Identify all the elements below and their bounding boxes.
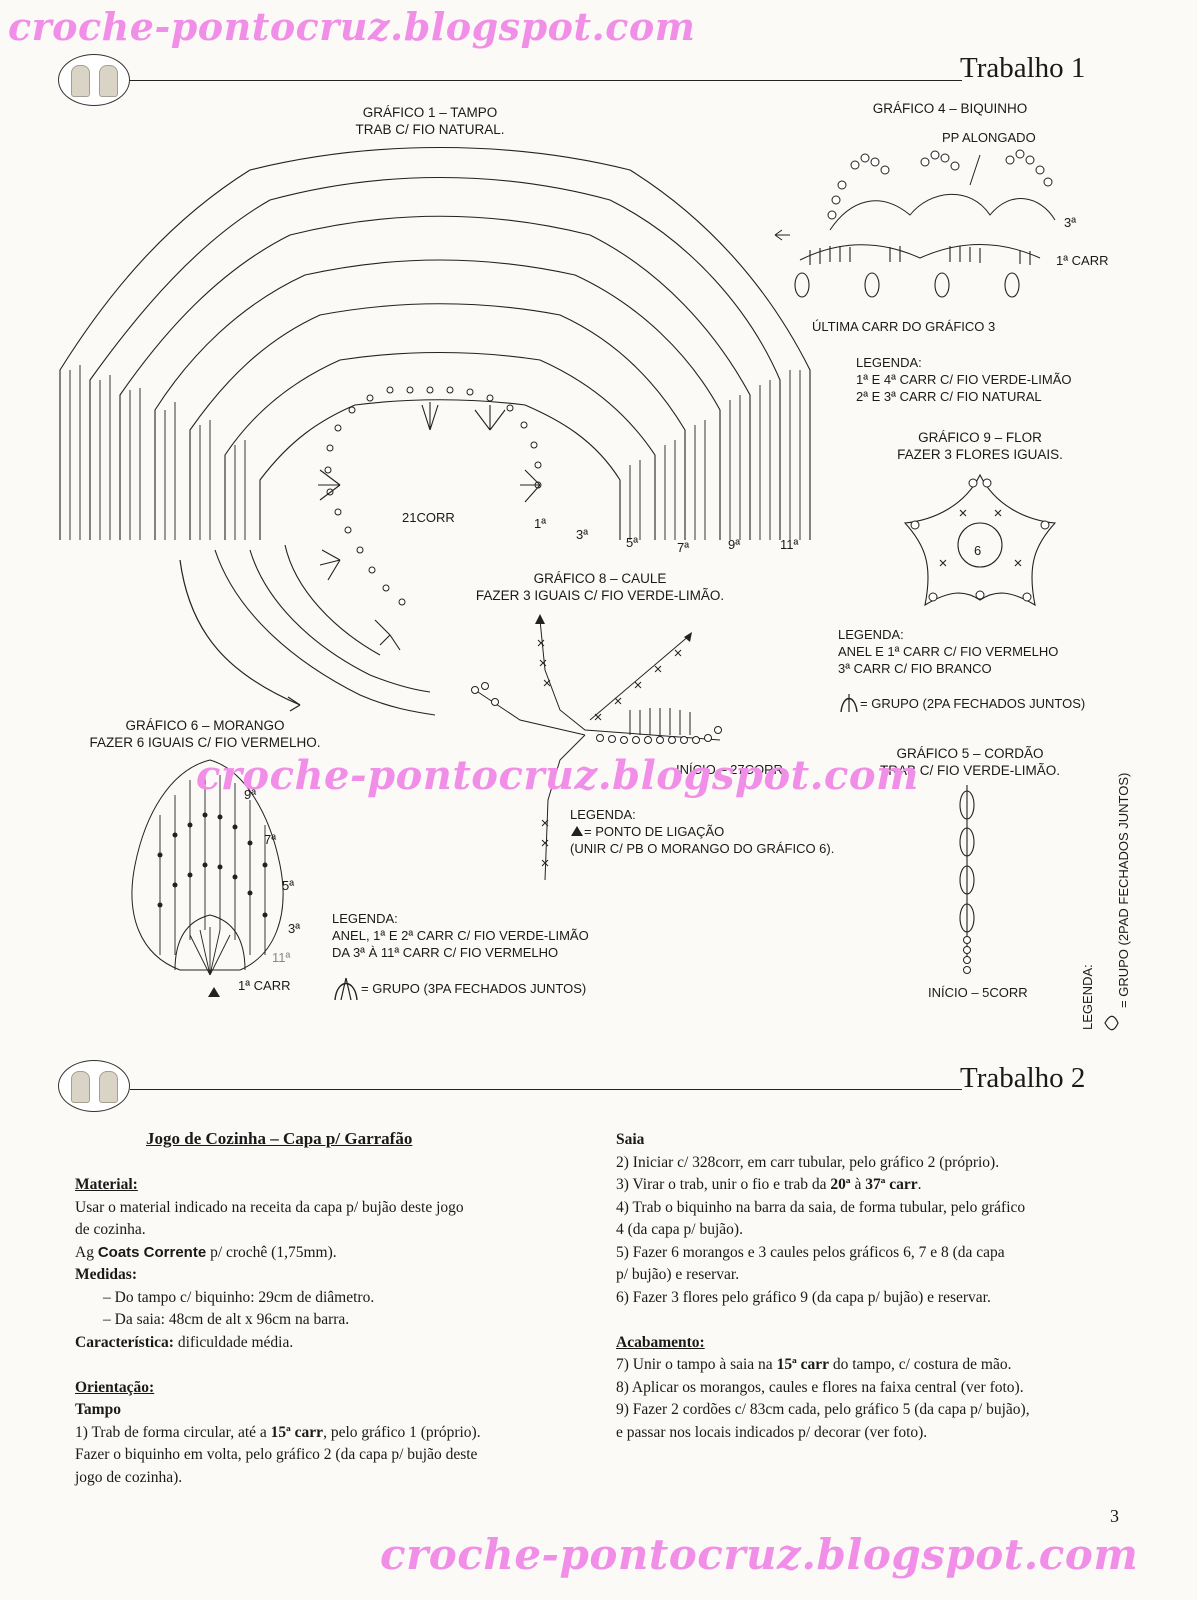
watermark-middle: croche-pontocruz.blogspot.com [196, 752, 919, 799]
g6-row-label: 3ª [288, 921, 300, 936]
section-title-1: Trabalho 1 [960, 52, 1085, 85]
g6-row-label: 7ª [264, 832, 276, 847]
recipe-title: Jogo de Cozinha – Capa p/ Garrafão [146, 1128, 412, 1151]
g6-legend: LEGENDA:ANEL, 1ª E 2ª CARR C/ FIO VERDE-… [332, 910, 589, 961]
g5-grupo-vertical: = GRUPO (2PAD FECHADOS JUNTOS) [1116, 773, 1131, 1008]
page-number: 3 [1110, 1505, 1119, 1528]
g4-biquinho-diagram [770, 140, 1070, 310]
grupo-2pa-icon [838, 688, 860, 714]
g1-row-label: 3ª [576, 527, 588, 542]
g4-row1-label: 1ª CARR [1056, 253, 1109, 268]
grupo-3pa-icon [332, 972, 360, 1002]
g9-grupo-label: = GRUPO (2PA FECHADOS JUNTOS) [860, 695, 1085, 712]
g5-legend-vertical: LEGENDA: [1080, 964, 1095, 1030]
g4-row3-label: 3ª [1064, 215, 1076, 230]
g6-row-label: 5ª [282, 878, 294, 893]
triangle-join-icon [570, 825, 584, 837]
g4-title: GRÁFICO 4 – BIQUINHO [840, 100, 1060, 117]
bell-thumbnail [58, 1060, 130, 1112]
section-divider [130, 1089, 962, 1090]
g6-row-label: 11ª [272, 950, 290, 965]
g1-center-label: 21CORR [402, 510, 455, 525]
g8-legend: LEGENDA: = PONTO DE LIGAÇÃO (UNIR C/ PB … [570, 806, 834, 857]
g4-last-label: ÚLTIMA CARR DO GRÁFICO 3 [812, 319, 995, 334]
g1-row-label: 1ª [534, 516, 546, 531]
section-title-2: Trabalho 2 [960, 1062, 1085, 1095]
g6-grupo-label: = GRUPO (3PA FECHADOS JUNTOS) [361, 980, 586, 997]
g1-row-label: 7ª [677, 540, 689, 555]
g9-center-label: 6 [974, 543, 981, 558]
g1-row-label: 5ª [626, 535, 638, 550]
g6-row1-label: 1ª CARR [238, 978, 291, 993]
bell-thumbnail [58, 54, 130, 106]
g1-row-label: 9ª [728, 537, 740, 552]
recipe-right-column: Saia 2) Iniciar c/ 328corr, em carr tubu… [616, 1129, 1156, 1444]
watermark-top: croche-pontocruz.blogspot.com [8, 4, 695, 49]
recipe-left-column: Material: Usar o material indicado na re… [75, 1174, 585, 1489]
watermark-bottom: croche-pontocruz.blogspot.com [380, 1530, 1138, 1579]
g1-row-label: 11ª [780, 537, 798, 552]
g5-inicio-label: INÍCIO – 5CORR [928, 985, 1028, 1000]
g5-cordao-diagram [945, 780, 995, 980]
section-divider [130, 80, 962, 81]
g1-arrow [170, 555, 310, 715]
grupo-2pad-icon [1102, 1012, 1120, 1034]
